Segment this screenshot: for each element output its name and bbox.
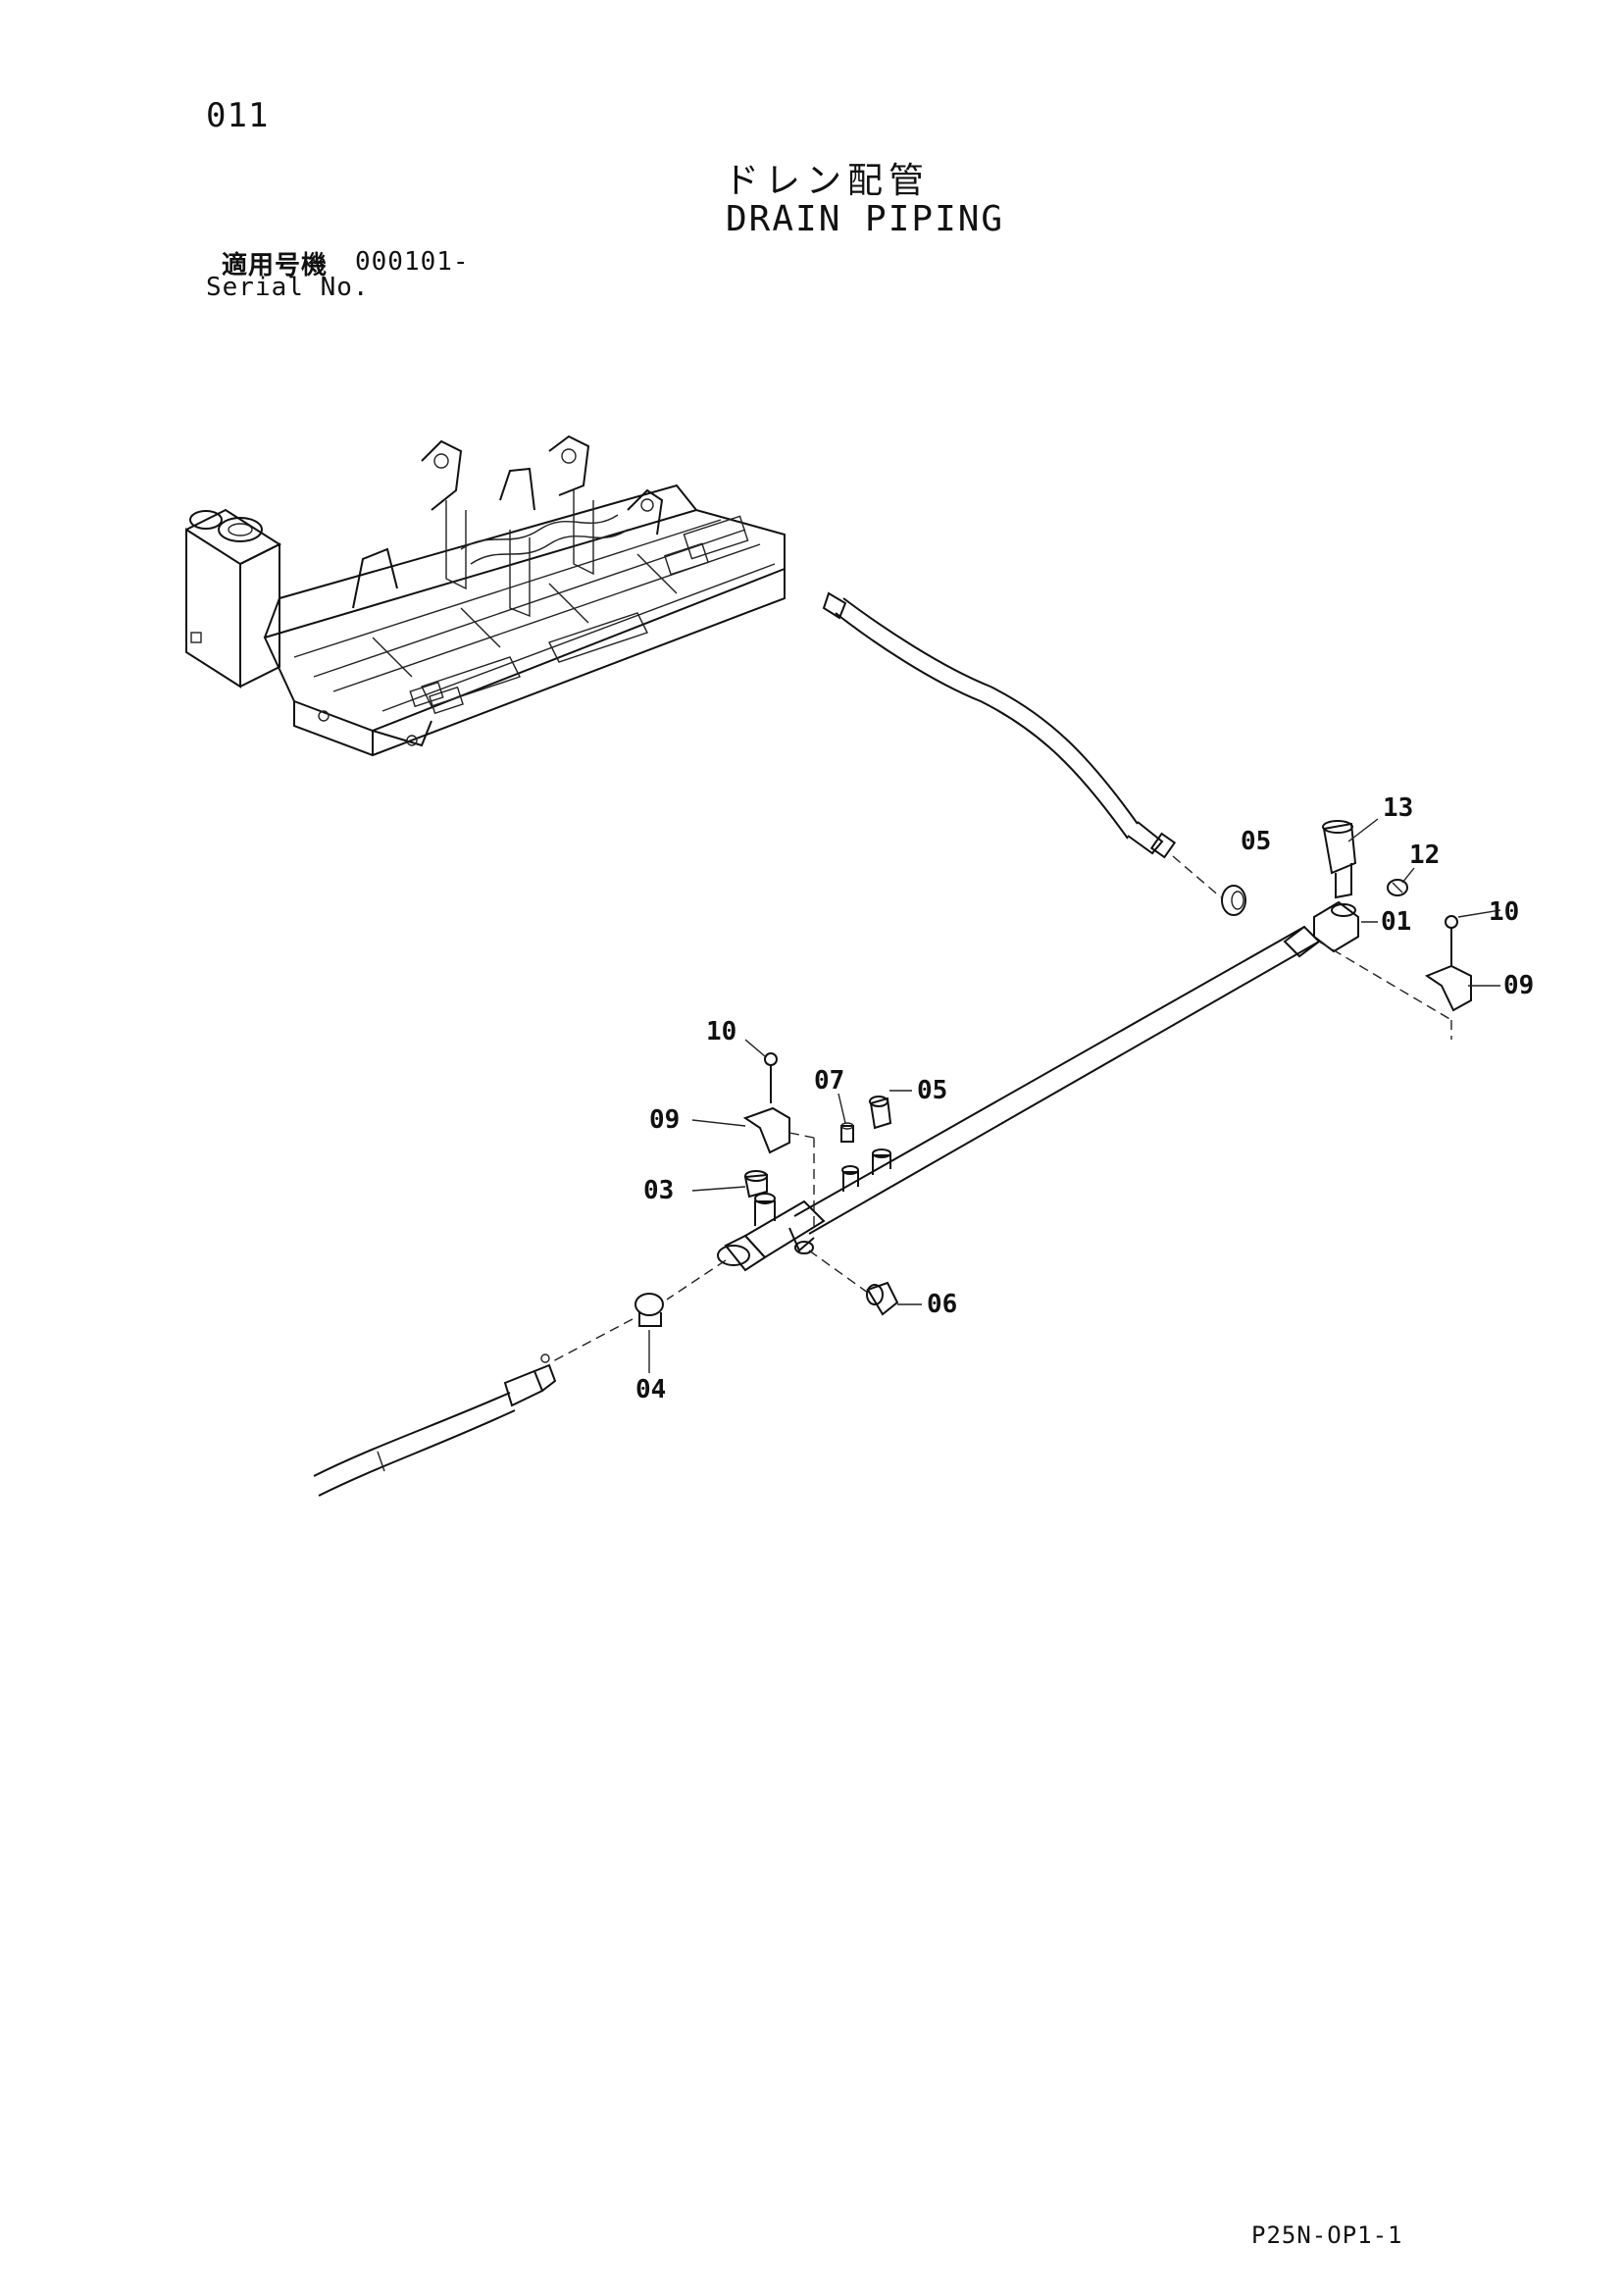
callout-09-right: 09	[1503, 971, 1534, 1000]
callout-01: 01	[1381, 907, 1411, 937]
serial-number-value: 000101-	[355, 247, 470, 277]
upper-drain-hose	[822, 591, 1177, 859]
callout-10-right: 10	[1489, 897, 1519, 927]
callout-05-top: 05	[1241, 827, 1271, 856]
main-drain-pipe	[793, 820, 1472, 1235]
leader-dash	[666, 1259, 727, 1301]
drawing-code: P25N-OP1-1	[1251, 2221, 1403, 2249]
leader-dash	[808, 1250, 869, 1294]
callout-03: 03	[643, 1176, 674, 1205]
leader-lines	[648, 818, 1501, 1373]
callout-06: 06	[927, 1290, 957, 1319]
serial-label-japanese: 適用号機	[222, 251, 329, 281]
callout-05-mid: 05	[917, 1076, 947, 1105]
callout-12: 12	[1409, 841, 1440, 870]
tee-fitting-assembly	[634, 1052, 899, 1327]
lower-drain-hose	[313, 1353, 557, 1497]
leader-dash	[788, 1132, 815, 1139]
machine-frame-overview	[185, 434, 786, 757]
leader-dash	[1172, 855, 1222, 898]
callout-04: 04	[635, 1375, 666, 1404]
callout-13: 13	[1383, 793, 1413, 823]
title-english: DRAIN PIPING	[726, 199, 1005, 239]
title-japanese: ドレン配管	[724, 161, 931, 201]
leader-dash	[1318, 941, 1452, 1021]
callout-07: 07	[814, 1066, 844, 1096]
nut-05-top	[1221, 885, 1246, 916]
page-number: 011	[206, 96, 270, 135]
leader-dash	[548, 1318, 634, 1364]
callout-10-left: 10	[706, 1017, 736, 1046]
serial-label-english: Serial No.	[206, 273, 370, 302]
callout-09-left: 09	[649, 1105, 680, 1135]
